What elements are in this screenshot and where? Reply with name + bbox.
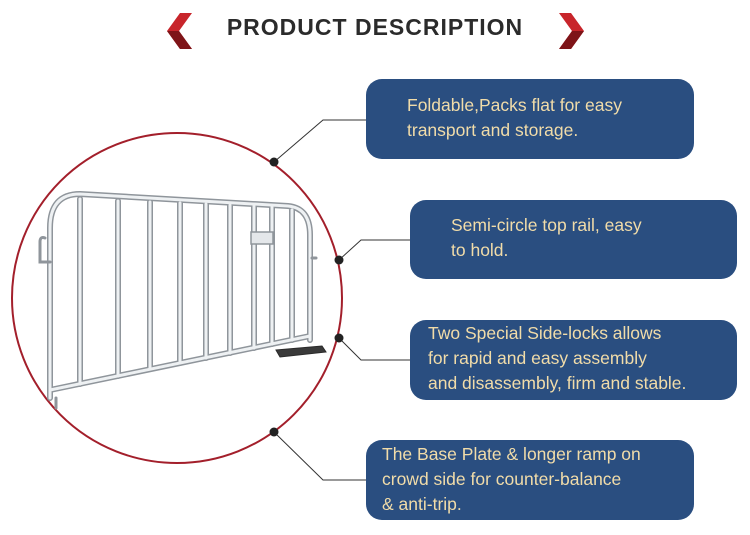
callout-text: Semi-circle top rail, easy xyxy=(451,215,642,235)
callout-text: crowd side for counter-balance xyxy=(382,469,622,489)
connector-lines xyxy=(273,119,410,481)
callout-text: The Base Plate & longer ramp on xyxy=(382,444,641,464)
callout-text: for rapid and easy assembly xyxy=(428,348,647,368)
connector-dots xyxy=(269,157,344,437)
callout-text: and disassembly, firm and stable. xyxy=(428,373,687,393)
callout-text: Two Special Side-locks allows xyxy=(428,323,662,343)
callout-text: transport and storage. xyxy=(407,120,579,140)
page-title: PRODUCT DESCRIPTION xyxy=(226,14,524,40)
callout-top-rail: Semi-circle top rail, easy to hold. xyxy=(410,200,737,279)
callout-text: to hold. xyxy=(451,240,509,260)
callout-text: Foldable,Packs flat for easy xyxy=(407,95,622,115)
callout-base-plate: The Base Plate & longer ramp on crowd si… xyxy=(366,440,694,520)
barrier-fence-icon xyxy=(38,190,327,410)
chevron-left-icon xyxy=(167,13,192,49)
callout-foldable: Foldable,Packs flat for easy transport a… xyxy=(366,79,694,159)
callout-text: & anti-trip. xyxy=(382,494,462,514)
callout-side-locks: Two Special Side-locks allows for rapid … xyxy=(410,320,737,400)
chevron-right-icon xyxy=(559,13,584,49)
